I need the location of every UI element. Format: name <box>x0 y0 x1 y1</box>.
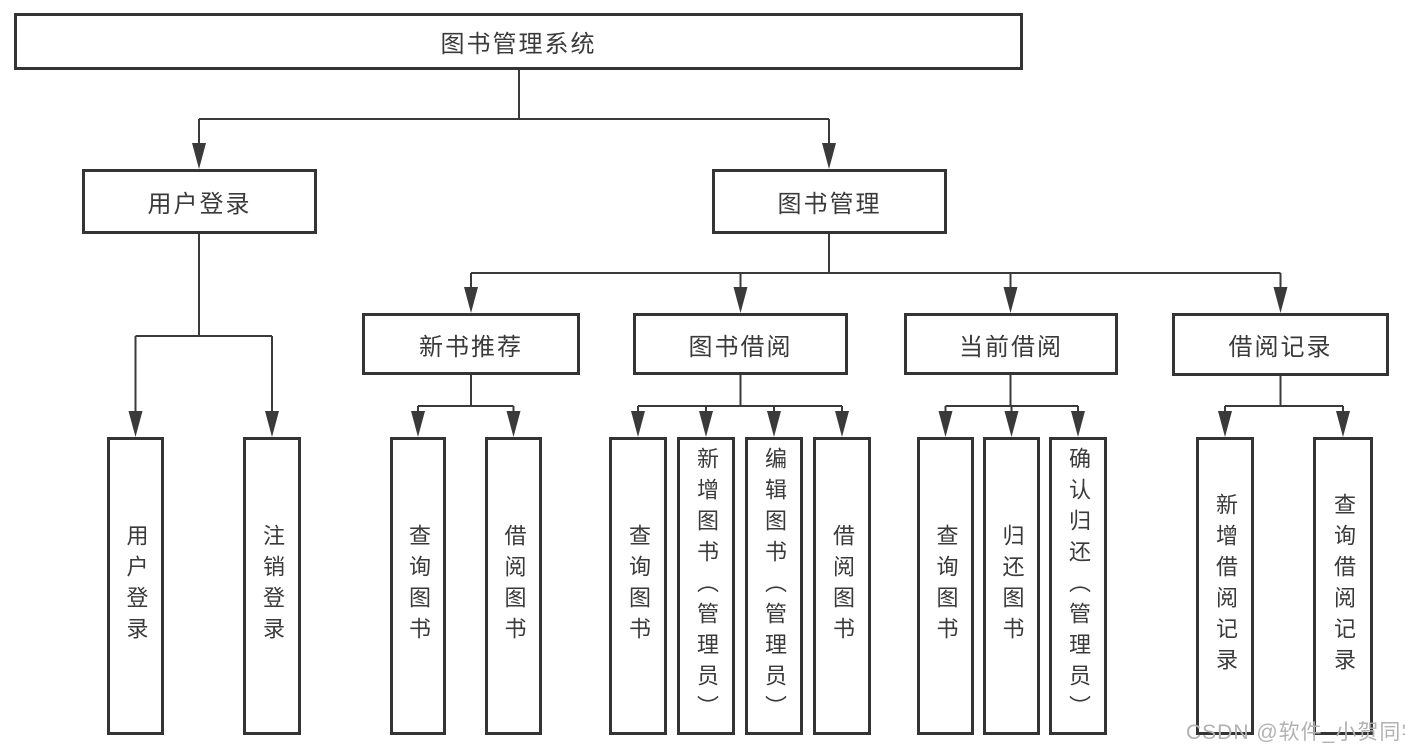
leaf-borrow-add-label: 新增图书（管理员） <box>694 446 719 726</box>
watermark-text: CSDN @软件_小贺同学 <box>1186 721 1405 744</box>
node-current-borrow-label: 当前借阅 <box>959 333 1063 361</box>
node-book-mgmt: 图书管理 <box>712 169 947 234</box>
leaf-logout: 注销登录 <box>243 437 301 735</box>
arrowheads <box>128 143 1350 437</box>
node-root-label: 图书管理系统 <box>440 31 597 58</box>
leaf-records-query: 查询借阅记录 <box>1313 437 1373 735</box>
connector-root-to-level2 <box>198 70 830 146</box>
leaf-borrow-borrow-label: 借阅图书 <box>830 524 855 648</box>
leaf-borrow-edit-label: 编辑图书（管理员） <box>762 446 787 726</box>
connector-currentborrow-to-leaves <box>944 375 1079 414</box>
leaf-newbooks-query-label: 查询图书 <box>406 524 431 648</box>
leaf-current-confirm-label: 确认归还（管理员） <box>1066 446 1091 726</box>
connector-bookborrow-to-leaves <box>637 375 843 414</box>
node-user-login: 用户登录 <box>82 169 317 234</box>
leaf-user-login: 用户登录 <box>107 437 164 735</box>
leaf-user-login-label: 用户登录 <box>123 524 149 648</box>
connector-bookmgmt-to-level3 <box>470 234 1282 290</box>
leaf-borrow-add: 新增图书（管理员） <box>677 437 735 735</box>
leaf-current-confirm: 确认归还（管理员） <box>1049 437 1107 735</box>
node-new-books-label: 新书推荐 <box>419 333 523 361</box>
node-new-books: 新书推荐 <box>362 313 580 375</box>
leaf-records-add-label: 新增借阅记录 <box>1213 493 1238 679</box>
leaf-current-return-label: 归还图书 <box>999 524 1025 648</box>
leaf-logout-label: 注销登录 <box>260 524 285 648</box>
node-borrow-records: 借阅记录 <box>1172 313 1389 376</box>
leaf-current-query: 查询图书 <box>917 437 974 735</box>
node-book-borrow-label: 图书借阅 <box>688 333 793 361</box>
leaf-current-query-label: 查询图书 <box>933 524 959 648</box>
leaf-newbooks-query: 查询图书 <box>390 437 446 735</box>
leaf-borrow-query: 查询图书 <box>609 437 667 735</box>
connector-userlogin-to-leaves <box>134 234 273 414</box>
node-borrow-records-label: 借阅记录 <box>1228 334 1333 361</box>
leaf-newbooks-borrow: 借阅图书 <box>485 437 542 735</box>
node-current-borrow: 当前借阅 <box>904 313 1118 375</box>
leaf-current-return: 归还图书 <box>983 437 1040 735</box>
node-user-login-label: 用户登录 <box>147 191 252 218</box>
leaf-borrow-borrow: 借阅图书 <box>813 437 871 735</box>
leaf-borrow-edit: 编辑图书（管理员） <box>745 437 803 735</box>
leaf-newbooks-borrow-label: 借阅图书 <box>501 524 527 648</box>
leaf-borrow-query-label: 查询图书 <box>626 524 651 648</box>
leaf-records-query-label: 查询借阅记录 <box>1331 493 1356 679</box>
node-root: 图书管理系统 <box>14 13 1023 70</box>
node-book-borrow: 图书借阅 <box>633 313 848 375</box>
node-book-mgmt-label: 图书管理 <box>777 191 882 218</box>
connector-records-to-leaves <box>1224 376 1344 414</box>
connector-newbooks-to-leaves <box>417 375 515 414</box>
leaf-records-add: 新增借阅记录 <box>1196 437 1254 735</box>
